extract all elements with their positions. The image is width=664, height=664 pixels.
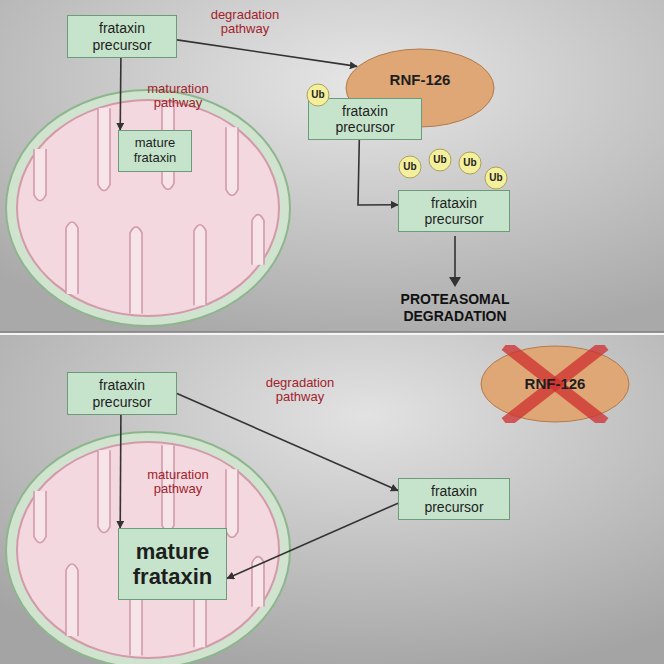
ubiquitin-circle: Ub: [458, 151, 482, 175]
node-label: RNF-126: [520, 375, 591, 392]
pathway-arrow: [119, 415, 121, 528]
crista: [66, 564, 78, 636]
protein-box: mature frataxin: [118, 528, 227, 600]
node-label: RNF-126: [385, 71, 456, 88]
pathway-label: maturation pathway: [128, 468, 228, 496]
ubiquitin-circle: Ub: [428, 148, 452, 172]
node-label: frataxin precursor: [68, 377, 176, 409]
pathway-label: maturation pathway: [128, 82, 228, 110]
protein-box: mature frataxin: [118, 130, 192, 172]
enzyme-ellipse: RNF-126: [480, 345, 630, 423]
node-label: mature frataxin: [119, 539, 226, 590]
pathway-label: degradation pathway: [195, 8, 295, 36]
node-label: frataxin precursor: [399, 483, 509, 515]
mitochondrion: [6, 90, 290, 326]
pathway-label: degradation pathway: [250, 376, 350, 404]
crista: [194, 225, 206, 305]
pathway-arrow: [177, 394, 398, 491]
panel-divider: [0, 333, 664, 335]
crista: [98, 450, 110, 532]
degradation-arrow: [454, 236, 456, 278]
ubiquitin-label: Ub: [311, 89, 324, 101]
protein-box: frataxin precursor: [398, 190, 510, 232]
pathway-arrow: [358, 140, 398, 205]
pathway-arrow: [119, 58, 121, 130]
crista: [226, 127, 238, 195]
node-label: frataxin precursor: [68, 20, 176, 52]
crista: [252, 215, 264, 265]
mitochondrion: [6, 432, 290, 664]
cristae: [34, 103, 264, 655]
process-label: PROTEASOMAL DEGRADATION: [380, 291, 530, 325]
ubiquitin-label: Ub: [433, 154, 446, 166]
protein-box: frataxin precursor: [67, 372, 177, 415]
ubiquitin-label: Ub: [403, 161, 416, 173]
crista: [34, 149, 46, 201]
ubiquitin-circle: Ub: [306, 83, 330, 107]
node-label: frataxin precursor: [399, 195, 509, 227]
crista: [34, 491, 46, 543]
bottom-panel: [0, 332, 664, 664]
node-label: frataxin precursor: [309, 103, 421, 135]
crista: [226, 469, 238, 537]
node-label: mature frataxin: [119, 136, 191, 166]
protein-box: frataxin precursor: [398, 478, 510, 520]
ubiquitin-label: Ub: [463, 157, 476, 169]
protein-box: frataxin precursor: [67, 15, 177, 58]
top-panel: [0, 0, 664, 332]
protein-box: frataxin precursor: [308, 98, 422, 140]
crista: [130, 227, 142, 314]
pathway-arrow: [227, 503, 398, 578]
ubiquitin-circle: Ub: [484, 166, 508, 190]
crista: [98, 108, 110, 190]
arrow-head: [449, 277, 461, 287]
ubiquitin-label: Ub: [489, 172, 502, 184]
ubiquitin-circle: Ub: [398, 155, 422, 179]
pathway-arrow: [177, 40, 357, 67]
crista: [66, 222, 78, 294]
panel-divider: [0, 332, 664, 333]
